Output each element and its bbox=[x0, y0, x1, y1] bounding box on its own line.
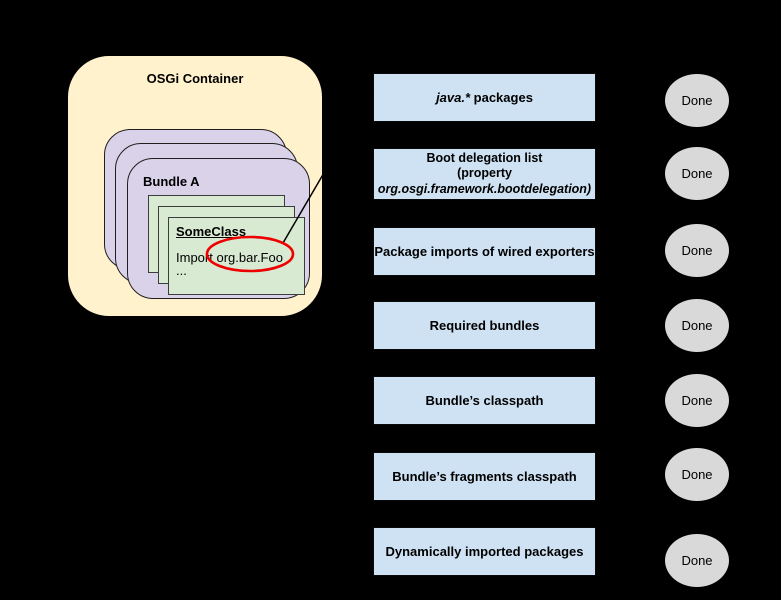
someclass-title: SomeClass bbox=[176, 224, 247, 239]
code-ellipsis: ... bbox=[176, 263, 187, 278]
step-java-packages: java.* packages bbox=[373, 73, 596, 122]
step-dynamically-imported-packages: Dynamically imported packages bbox=[373, 527, 596, 576]
done-ellipse-2: Done bbox=[664, 146, 730, 201]
done-ellipse-6: Done bbox=[664, 447, 730, 502]
someclass-card: SomeClass Import org.bar.Foo ... bbox=[168, 217, 305, 295]
done-label: Done bbox=[681, 318, 713, 333]
step-bundle-fragments-classpath: Bundle’s fragments classpath bbox=[373, 452, 596, 501]
done-label: Done bbox=[681, 166, 713, 181]
done-ellipse-3: Done bbox=[664, 223, 730, 278]
osgi-container-title: OSGi Container bbox=[146, 71, 244, 86]
bundle-a-label: Bundle A bbox=[143, 174, 200, 189]
step-bundle-classpath: Bundle’s classpath bbox=[373, 376, 596, 425]
done-label: Done bbox=[681, 467, 713, 482]
imported-package-name: org.bar.Foo bbox=[216, 250, 283, 265]
done-label: Done bbox=[681, 243, 713, 258]
done-ellipse-5: Done bbox=[664, 373, 730, 428]
step-package-imports-wired-exporters: Package imports of wired exporters bbox=[373, 227, 596, 276]
step-required-bundles: Required bundles bbox=[373, 301, 596, 350]
done-ellipse-1: Done bbox=[664, 73, 730, 128]
done-label: Done bbox=[681, 393, 713, 408]
import-statement: Import org.bar.Foo bbox=[176, 250, 304, 265]
done-ellipse-7: Done bbox=[664, 533, 730, 588]
done-ellipse-4: Done bbox=[664, 298, 730, 353]
done-label: Done bbox=[681, 93, 713, 108]
done-label: Done bbox=[681, 553, 713, 568]
import-keyword: Import bbox=[176, 250, 217, 265]
